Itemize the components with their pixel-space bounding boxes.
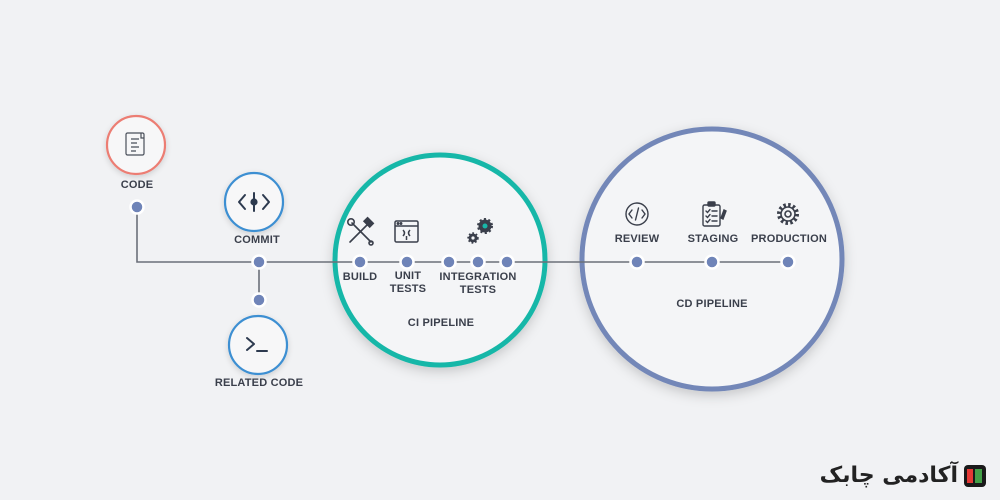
build-label: BUILD bbox=[342, 271, 378, 283]
terminal-icon bbox=[246, 337, 268, 352]
hammer-wrench-icon bbox=[346, 216, 375, 246]
brand-logo-text: آکادمی چابک bbox=[819, 463, 958, 488]
related-code-icon-circle bbox=[227, 314, 289, 376]
code-review-icon bbox=[625, 202, 649, 226]
node-integration-2 bbox=[470, 254, 486, 270]
related-code-label: RELATED CODE bbox=[214, 377, 304, 389]
node-staging bbox=[704, 254, 720, 270]
document-code-icon bbox=[125, 132, 145, 156]
integration-tests-line-1: INTEGRATION bbox=[439, 271, 517, 283]
clipboard-checklist-icon bbox=[702, 201, 727, 227]
brand-logo-mark bbox=[964, 464, 986, 487]
node-unit-tests bbox=[399, 254, 415, 270]
node-related-code bbox=[251, 292, 267, 308]
commit-label: COMMIT bbox=[234, 234, 280, 246]
code-icon-circle bbox=[105, 114, 167, 176]
node-integration-1 bbox=[441, 254, 457, 270]
ci-pipeline-circle bbox=[332, 152, 548, 368]
unit-tests-label: UNIT TESTS bbox=[390, 270, 426, 296]
gear-icon bbox=[777, 203, 799, 225]
node-commit bbox=[251, 254, 267, 270]
node-integration-3 bbox=[499, 254, 515, 270]
unit-tests-line-1: UNIT bbox=[394, 270, 422, 282]
browser-wrench-icon bbox=[394, 220, 419, 243]
node-production bbox=[780, 254, 796, 270]
node-review bbox=[629, 254, 645, 270]
pipeline-nodes bbox=[129, 199, 796, 308]
integration-tests-line-2: TESTS bbox=[459, 284, 497, 296]
code-label: CODE bbox=[120, 179, 154, 191]
node-code bbox=[129, 199, 145, 215]
ci-pipeline-label: CI PIPELINE bbox=[407, 317, 475, 329]
node-build bbox=[352, 254, 368, 270]
cd-pipeline-label: CD PIPELINE bbox=[676, 298, 748, 310]
code-connector bbox=[136, 207, 259, 263]
brand-logo: آکادمی چابک bbox=[820, 463, 986, 488]
staging-label: STAGING bbox=[687, 233, 739, 245]
unit-tests-line-2: TESTS bbox=[389, 283, 427, 295]
gears-icon bbox=[467, 218, 493, 244]
review-label: REVIEW bbox=[614, 233, 660, 245]
production-label: PRODUCTION bbox=[751, 233, 827, 245]
commit-icon bbox=[238, 192, 270, 212]
integration-tests-label: INTEGRATION TESTS bbox=[439, 271, 516, 297]
